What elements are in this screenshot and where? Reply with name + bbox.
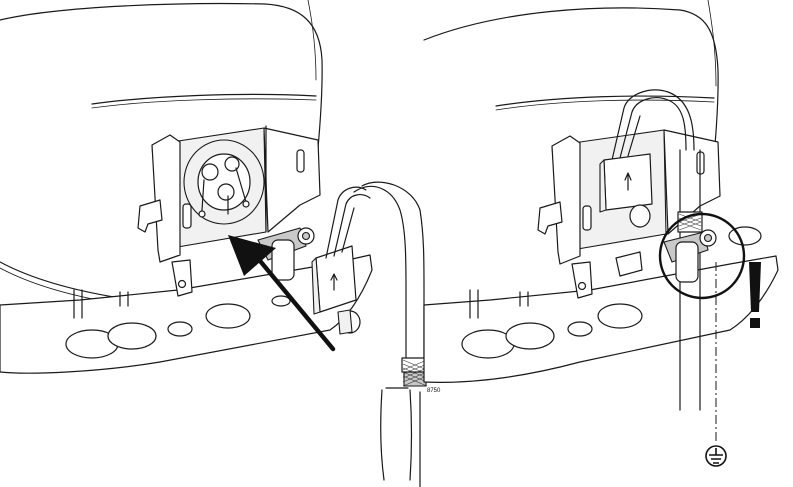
left-plug-connector <box>311 186 371 335</box>
right-panel <box>423 0 779 467</box>
left-ground-clamp <box>257 227 315 281</box>
right-foot-plate <box>423 226 779 383</box>
right-ground-clamp <box>615 229 717 283</box>
detail-highlight-circle <box>658 212 746 300</box>
right-plug-connector <box>599 89 695 228</box>
right-housing <box>423 0 719 197</box>
left-terminal-bracket <box>137 125 321 297</box>
warning-icon <box>749 262 761 328</box>
left-housing <box>0 0 323 305</box>
left-panel <box>0 0 429 481</box>
insertion-arrow-icon <box>228 235 336 352</box>
ground-icon <box>705 445 727 467</box>
left-cable <box>353 181 429 481</box>
reference-number: 8750 <box>427 388 441 394</box>
